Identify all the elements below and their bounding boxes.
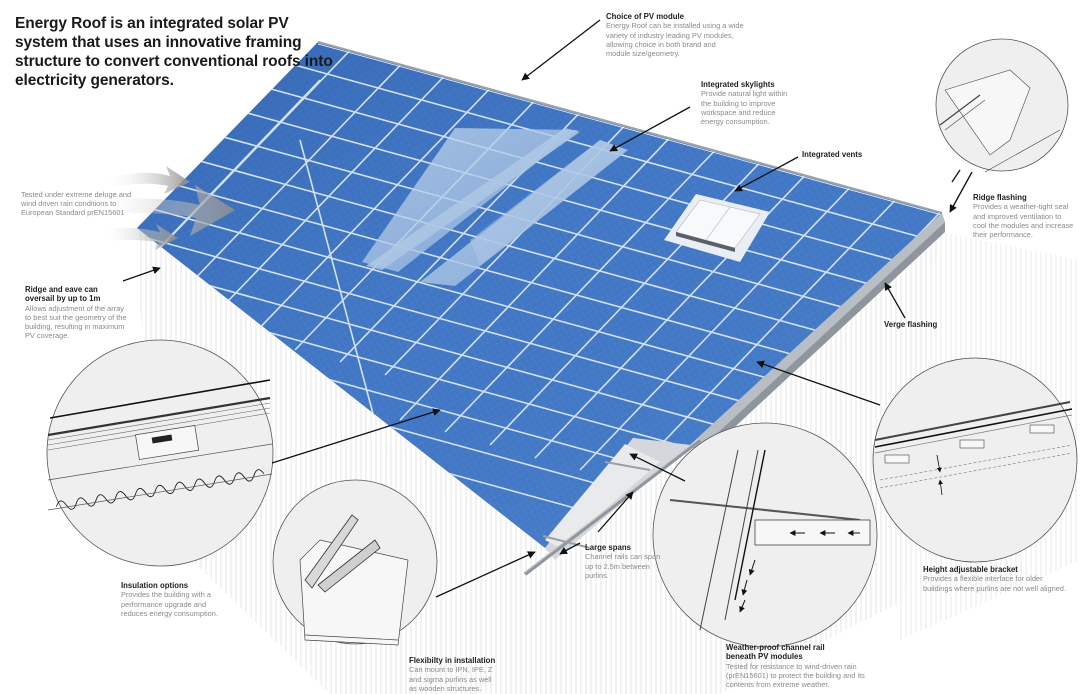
callout-channel-rail: Weather-proof channel rail beneath PV mo… bbox=[726, 643, 886, 689]
callout-rain-test: Tested under extreme deluge and wind dri… bbox=[21, 190, 141, 218]
callout-title: Ridge and eave can oversail by up to 1m bbox=[25, 285, 101, 304]
callout-title: Verge flashing bbox=[884, 320, 938, 329]
callout-description: Allows adjustment of the array to best s… bbox=[25, 303, 127, 341]
callout-description: Tested under extreme deluge and wind dri… bbox=[21, 190, 132, 218]
leader-lines bbox=[122, 19, 973, 598]
callout-title: Integrated skylights bbox=[701, 80, 775, 89]
detail-circle-channel-rail bbox=[652, 422, 878, 648]
callout-description: Provides the building with a performance… bbox=[121, 590, 218, 618]
callout-ridge-flashing: Ridge flashing Provides a weather-tight … bbox=[973, 193, 1078, 239]
skylights bbox=[362, 128, 628, 286]
callout-title: Ridge flashing bbox=[973, 193, 1027, 202]
callout-description: Provides a flexible interface for older … bbox=[923, 574, 1066, 593]
callout-title: Weather-proof channel rail beneath PV mo… bbox=[726, 643, 825, 662]
callout-insulation: Insulation options Provides the building… bbox=[121, 581, 231, 618]
detail-circle-height-bracket bbox=[872, 357, 1078, 563]
callout-title: Integrated vents bbox=[802, 150, 863, 159]
callout-oversail: Ridge and eave can oversail by up to 1m … bbox=[25, 285, 140, 341]
integrated-vent bbox=[664, 194, 770, 262]
callout-pv-module: Choice of PV module Energy Roof can be i… bbox=[606, 12, 776, 58]
callout-large-spans: Large spans Channel rails can span up to… bbox=[585, 543, 675, 580]
callout-verge-flashing: Verge flashing bbox=[884, 320, 964, 329]
callout-skylights: Integrated skylights Provide natural lig… bbox=[701, 80, 801, 126]
callout-title: Insulation options bbox=[121, 581, 189, 590]
callout-description: Channel rails can span up to 2.5m betwee… bbox=[585, 552, 661, 580]
channel-rail-exposed bbox=[523, 437, 702, 576]
callout-title: Large spans bbox=[585, 543, 631, 552]
callout-vents: Integrated vents bbox=[802, 150, 882, 159]
page-headline: Energy Roof is an integrated solar PV sy… bbox=[15, 15, 333, 89]
detail-circle-flexibility bbox=[272, 479, 438, 646]
callout-description: Energy Roof can be installed using a wid… bbox=[606, 21, 744, 59]
callout-height-bracket: Height adjustable bracket Provides a fle… bbox=[923, 565, 1080, 593]
callout-description: Tested for resistance to wind-driven rai… bbox=[726, 661, 865, 690]
callout-description: Can mount to IPN, IPE, Z and sigma purli… bbox=[409, 665, 493, 693]
callout-description: Provide natural light within the buildin… bbox=[701, 89, 788, 127]
callout-flexibility: Flexibilty in installation Can mount to … bbox=[409, 656, 509, 693]
callout-title: Flexibilty in installation bbox=[409, 656, 496, 665]
detail-circle-insulation bbox=[46, 339, 274, 567]
wind-rain-arrow-icon bbox=[95, 166, 235, 250]
callout-description: Provides a weather-tight seal and improv… bbox=[973, 202, 1074, 240]
callout-title: Choice of PV module bbox=[606, 12, 684, 21]
detail-circle-ridge-flashing bbox=[935, 38, 1069, 173]
callout-title: Height adjustable bracket bbox=[923, 565, 1018, 574]
